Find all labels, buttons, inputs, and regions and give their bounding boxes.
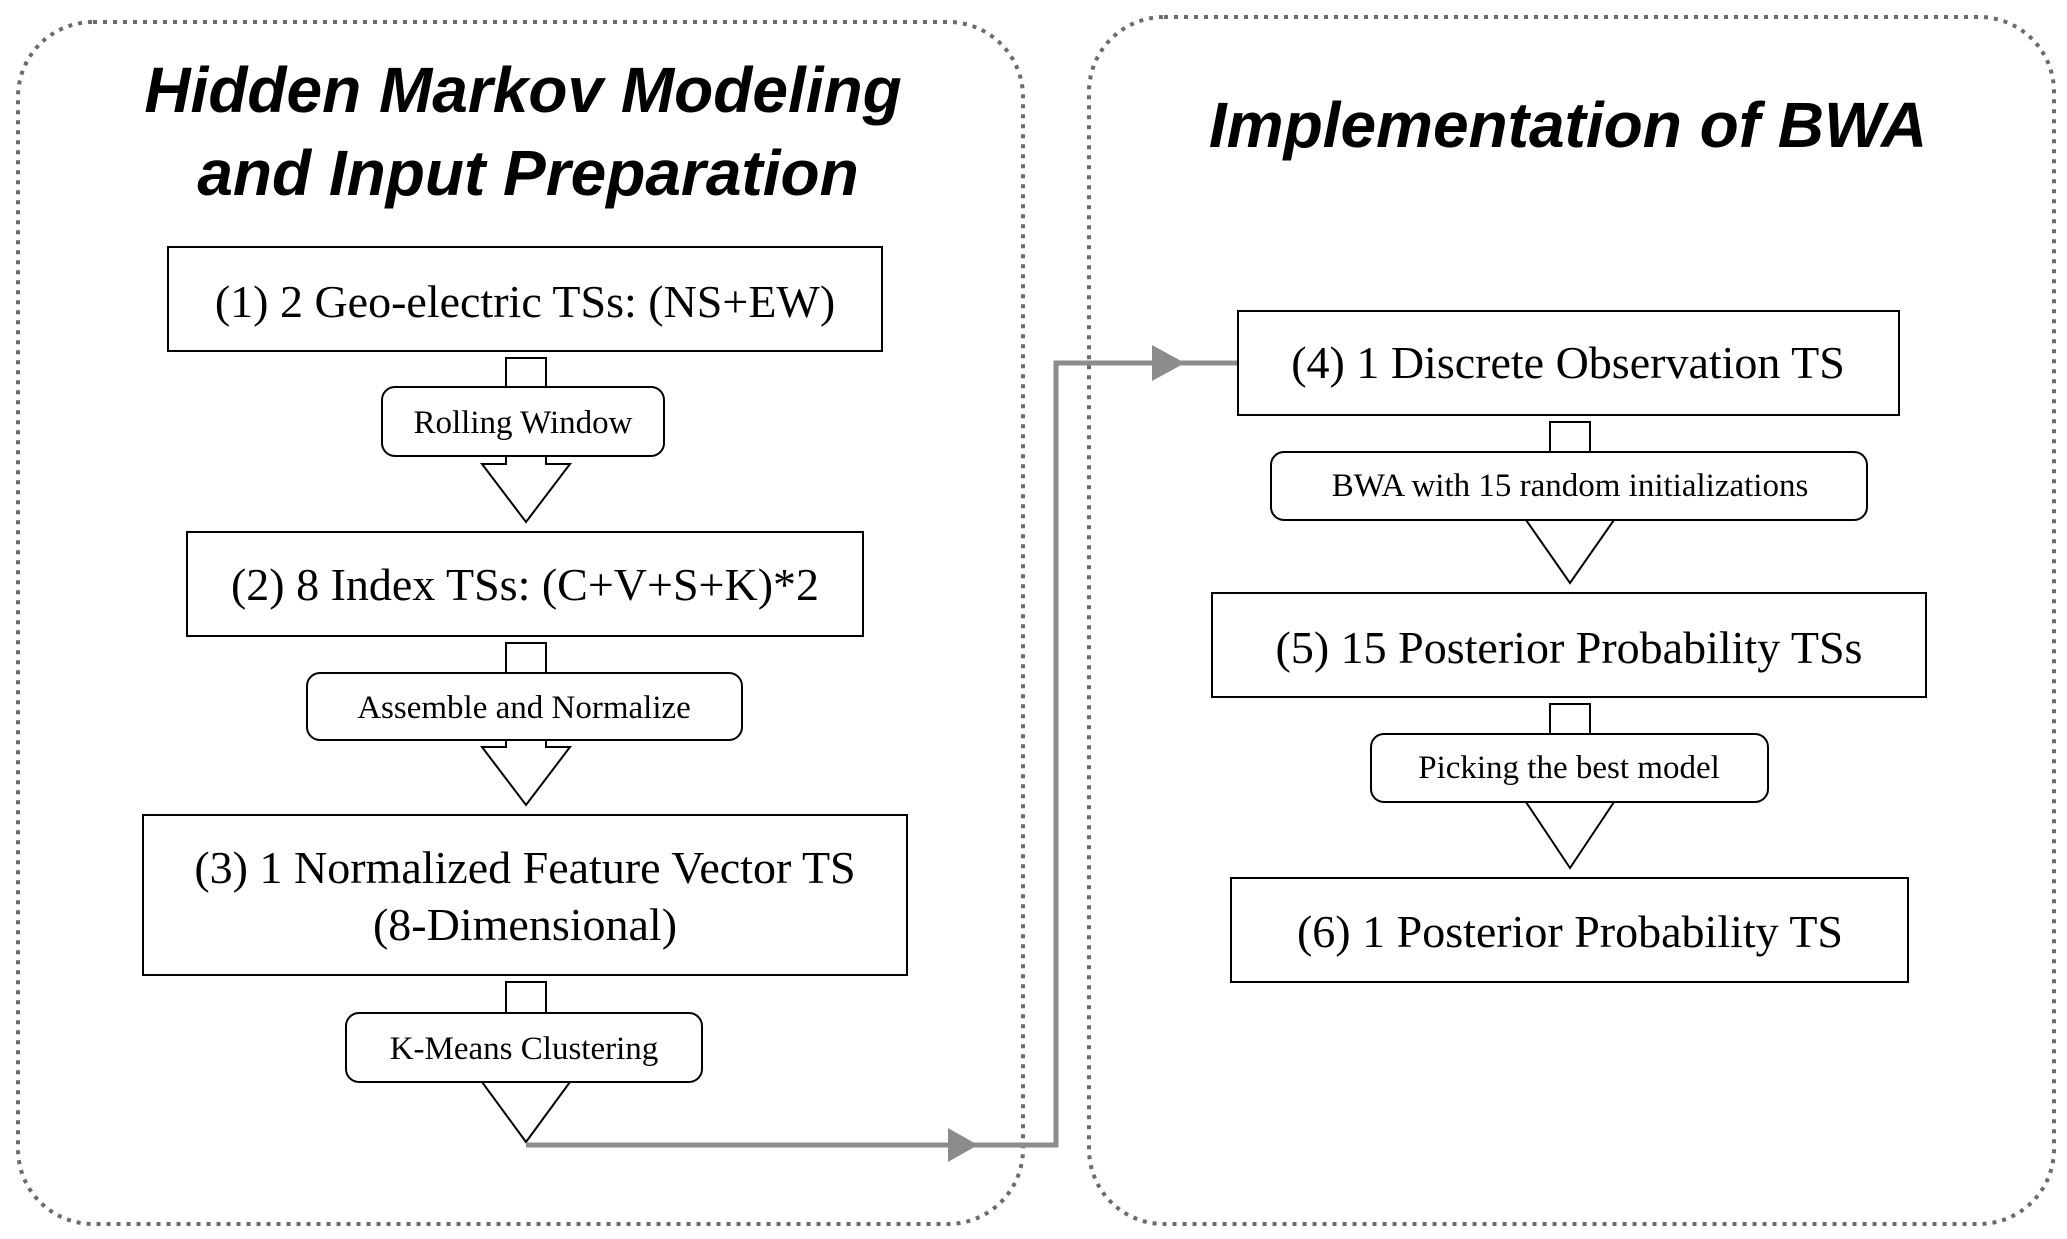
- transition-label-4: BWA with 15 random initializations: [1332, 468, 1809, 504]
- step-label-4: (4) 1 Discrete Observation TS: [1291, 337, 1845, 388]
- right-panel-title: Implementation of BWA: [1209, 89, 1927, 161]
- step-box-1: [167, 246, 883, 352]
- step-label-3-line-1: (3) 1 Normalized Feature Vector TS: [194, 842, 855, 893]
- transition-box-4: [1270, 451, 1868, 521]
- transition-box-1: [381, 386, 665, 457]
- transition-label-2: Assemble and Normalize: [357, 690, 691, 726]
- step-label-3-line-2: (8-Dimensional): [373, 899, 677, 950]
- step-label-2: (2) 8 Index TSs: (C+V+S+K)*2: [231, 559, 819, 610]
- step-label-1: (1) 2 Geo-electric TSs: (NS+EW): [215, 276, 835, 327]
- step-box-4: [1237, 310, 1900, 416]
- transition-label-1: Rolling Window: [414, 405, 633, 441]
- transition-label-3: K-Means Clustering: [390, 1031, 659, 1067]
- step-label-6: (6) 1 Posterior Probability TS: [1297, 906, 1843, 957]
- cross-panel-connector: [526, 345, 1237, 1162]
- left-panel-title-line-2: and Input Preparation: [197, 137, 858, 209]
- step-label-5: (5) 15 Posterior Probability TSs: [1276, 622, 1863, 673]
- transition-box-5: [1370, 733, 1769, 803]
- step-box-6: [1230, 877, 1909, 983]
- left-panel-title-line-1: Hidden Markov Modeling: [144, 54, 901, 126]
- transition-box-3: [345, 1012, 703, 1083]
- connector-arrowhead-end: [1152, 345, 1185, 381]
- right-panel-frame: [1087, 15, 2056, 1226]
- transition-box-2: [306, 672, 743, 741]
- transition-label-5: Picking the best model: [1418, 750, 1720, 786]
- connector-arrowhead-mid: [948, 1128, 978, 1162]
- step-box-3: [142, 814, 908, 976]
- step-box-5: [1211, 592, 1927, 698]
- left-panel-frame: [16, 20, 1025, 1226]
- step-box-2: [186, 531, 864, 637]
